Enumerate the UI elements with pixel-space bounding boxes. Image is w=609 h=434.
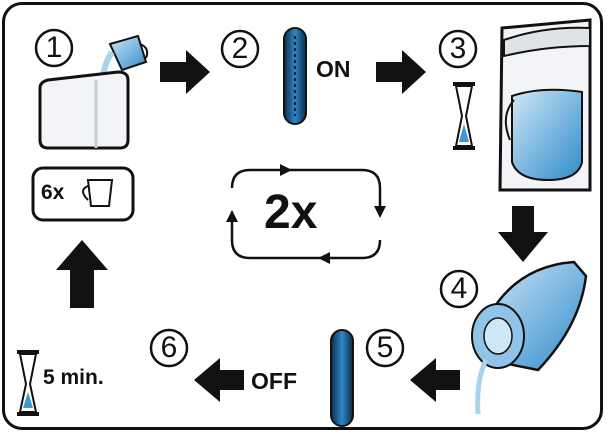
arrow-4-to-5 [410, 358, 460, 402]
arrow-1-to-2 [160, 50, 210, 94]
step-6-circle [149, 328, 189, 368]
carafe-icon [471, 260, 588, 415]
cups-box [31, 166, 135, 222]
step-3-number: 3 [449, 32, 467, 65]
power-switch-off-icon [330, 329, 354, 427]
water-tank-icon [38, 70, 130, 150]
step-1-number: 1 [45, 31, 63, 64]
step-5-circle [365, 328, 405, 368]
hourglass-5min-icon [17, 350, 39, 416]
arrow-5-to-6 [194, 358, 244, 402]
arrow-3-to-4 [498, 206, 548, 262]
repeat-arrowheads [226, 164, 386, 264]
arrow-2-to-3 [376, 50, 426, 94]
step-1-circle [34, 28, 74, 68]
step-6-number: 6 [160, 331, 178, 364]
hourglass-icon [453, 82, 475, 150]
cup-icon [82, 179, 114, 207]
step-3-circle [438, 29, 478, 69]
wait-time-label: 5 min. [43, 366, 104, 389]
step-4-circle [439, 269, 479, 309]
step-2-number: 2 [231, 32, 249, 65]
power-switch-icon [283, 27, 307, 125]
on-label: ON [316, 56, 351, 82]
repeat-arrows-icon [230, 168, 382, 260]
step-5-number: 5 [376, 331, 394, 364]
repeat-count-label: 2x [264, 186, 318, 239]
step-4-number: 4 [450, 272, 468, 305]
step-2-circle [220, 29, 260, 69]
cups-count-label: 6x [41, 181, 65, 204]
coffee-machine-icon [498, 18, 592, 192]
off-label: OFF [251, 368, 297, 394]
arrow-6-to-1 [56, 240, 108, 308]
